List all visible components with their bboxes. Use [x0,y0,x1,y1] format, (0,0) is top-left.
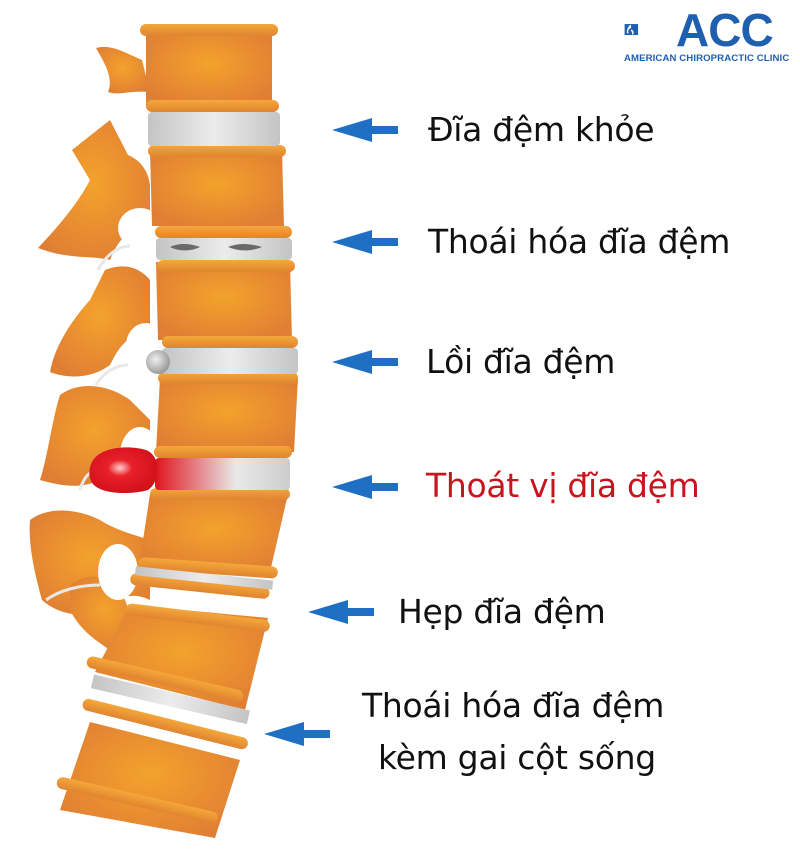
label-disc-narrowing: Hẹp đĩa đệm [398,592,606,631]
label-degenerated-disc: Thoái hóa đĩa đệm [428,222,731,261]
label-bulging-disc: Lồi đĩa đệm [426,342,616,381]
label-degenerated-with-spur-line1: Thoái hóa đĩa đệm [362,686,665,725]
spine-illustration [29,24,298,838]
logo-subtitle: AMERICAN CHIROPRACTIC CLINIC [624,53,790,64]
arrow-left-icon [332,118,398,142]
label-healthy-disc: Đĩa đệm khỏe [428,110,655,149]
herniated-disc [89,447,158,494]
bulging-disc [146,350,170,374]
arrow-left-icon [332,475,398,499]
arrow-left-icon [332,350,398,374]
logo-brand: ACC [676,4,774,56]
arrow-left-icon [308,600,374,624]
arrow-left-icon [264,722,330,746]
label-herniated-disc: Thoát vị đĩa đệm [426,466,700,505]
chiropractic-figure-icon [624,24,639,36]
label-degenerated-with-spur-line2: kèm gai cột sống [378,738,656,777]
arrow-left-icon [332,230,398,254]
